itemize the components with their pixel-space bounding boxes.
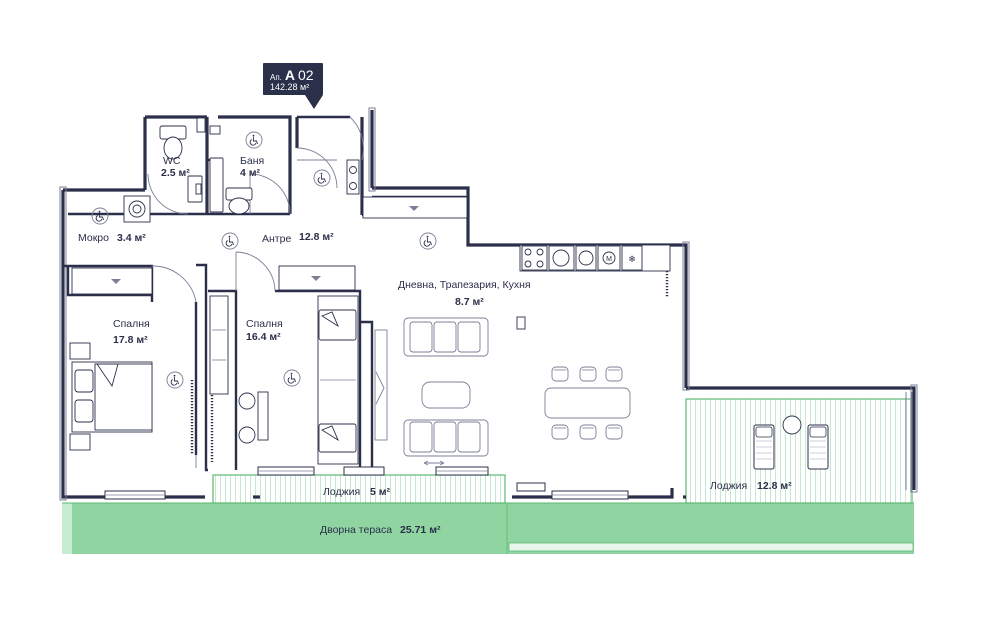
loggia-1-area: 5 м²	[370, 486, 391, 498]
bedroom-2-area: 16.4 м²	[246, 331, 281, 343]
badge-pointer	[305, 95, 323, 109]
loggia-2-area: 12.8 м²	[757, 480, 792, 492]
terrace-label: Дворна тераса	[320, 524, 393, 536]
bed-icon-2	[318, 309, 357, 453]
loggia-1-label: Лоджия	[323, 486, 361, 498]
living-label: Дневна, Трапезария, Кухня	[398, 279, 531, 291]
wc-label: WC	[163, 155, 181, 167]
loggia-1-area	[212, 474, 506, 504]
sofa-icon	[374, 317, 489, 457]
living-area: 8.7 м²	[455, 296, 484, 308]
bath-area: 4 м²	[240, 167, 261, 179]
wc-area: 2.5 м²	[161, 167, 190, 179]
bedroom-1-label: Спалня	[113, 318, 150, 330]
bath-label: Баня	[240, 155, 265, 167]
loggia-2-label: Лоджия	[710, 480, 748, 492]
loggia-2-area	[685, 398, 913, 504]
hall-area: 12.8 м²	[299, 231, 334, 243]
svg-text:M: M	[606, 256, 612, 263]
dining-table-icon	[544, 387, 631, 419]
bed-icon	[71, 361, 153, 433]
hall-label: Антре	[262, 233, 292, 245]
svg-text:❄: ❄	[628, 255, 636, 265]
terrace-area-label: 25.71 м²	[400, 524, 441, 536]
apartment-area: 142.28 м²	[270, 82, 310, 92]
stove-icon	[524, 248, 616, 268]
bedroom-1-area: 17.8 м²	[113, 334, 148, 346]
bedroom-2-label: Спалня	[246, 318, 283, 330]
storage-label: Мокро	[78, 232, 109, 244]
storage-area: 3.4 м²	[117, 232, 146, 244]
